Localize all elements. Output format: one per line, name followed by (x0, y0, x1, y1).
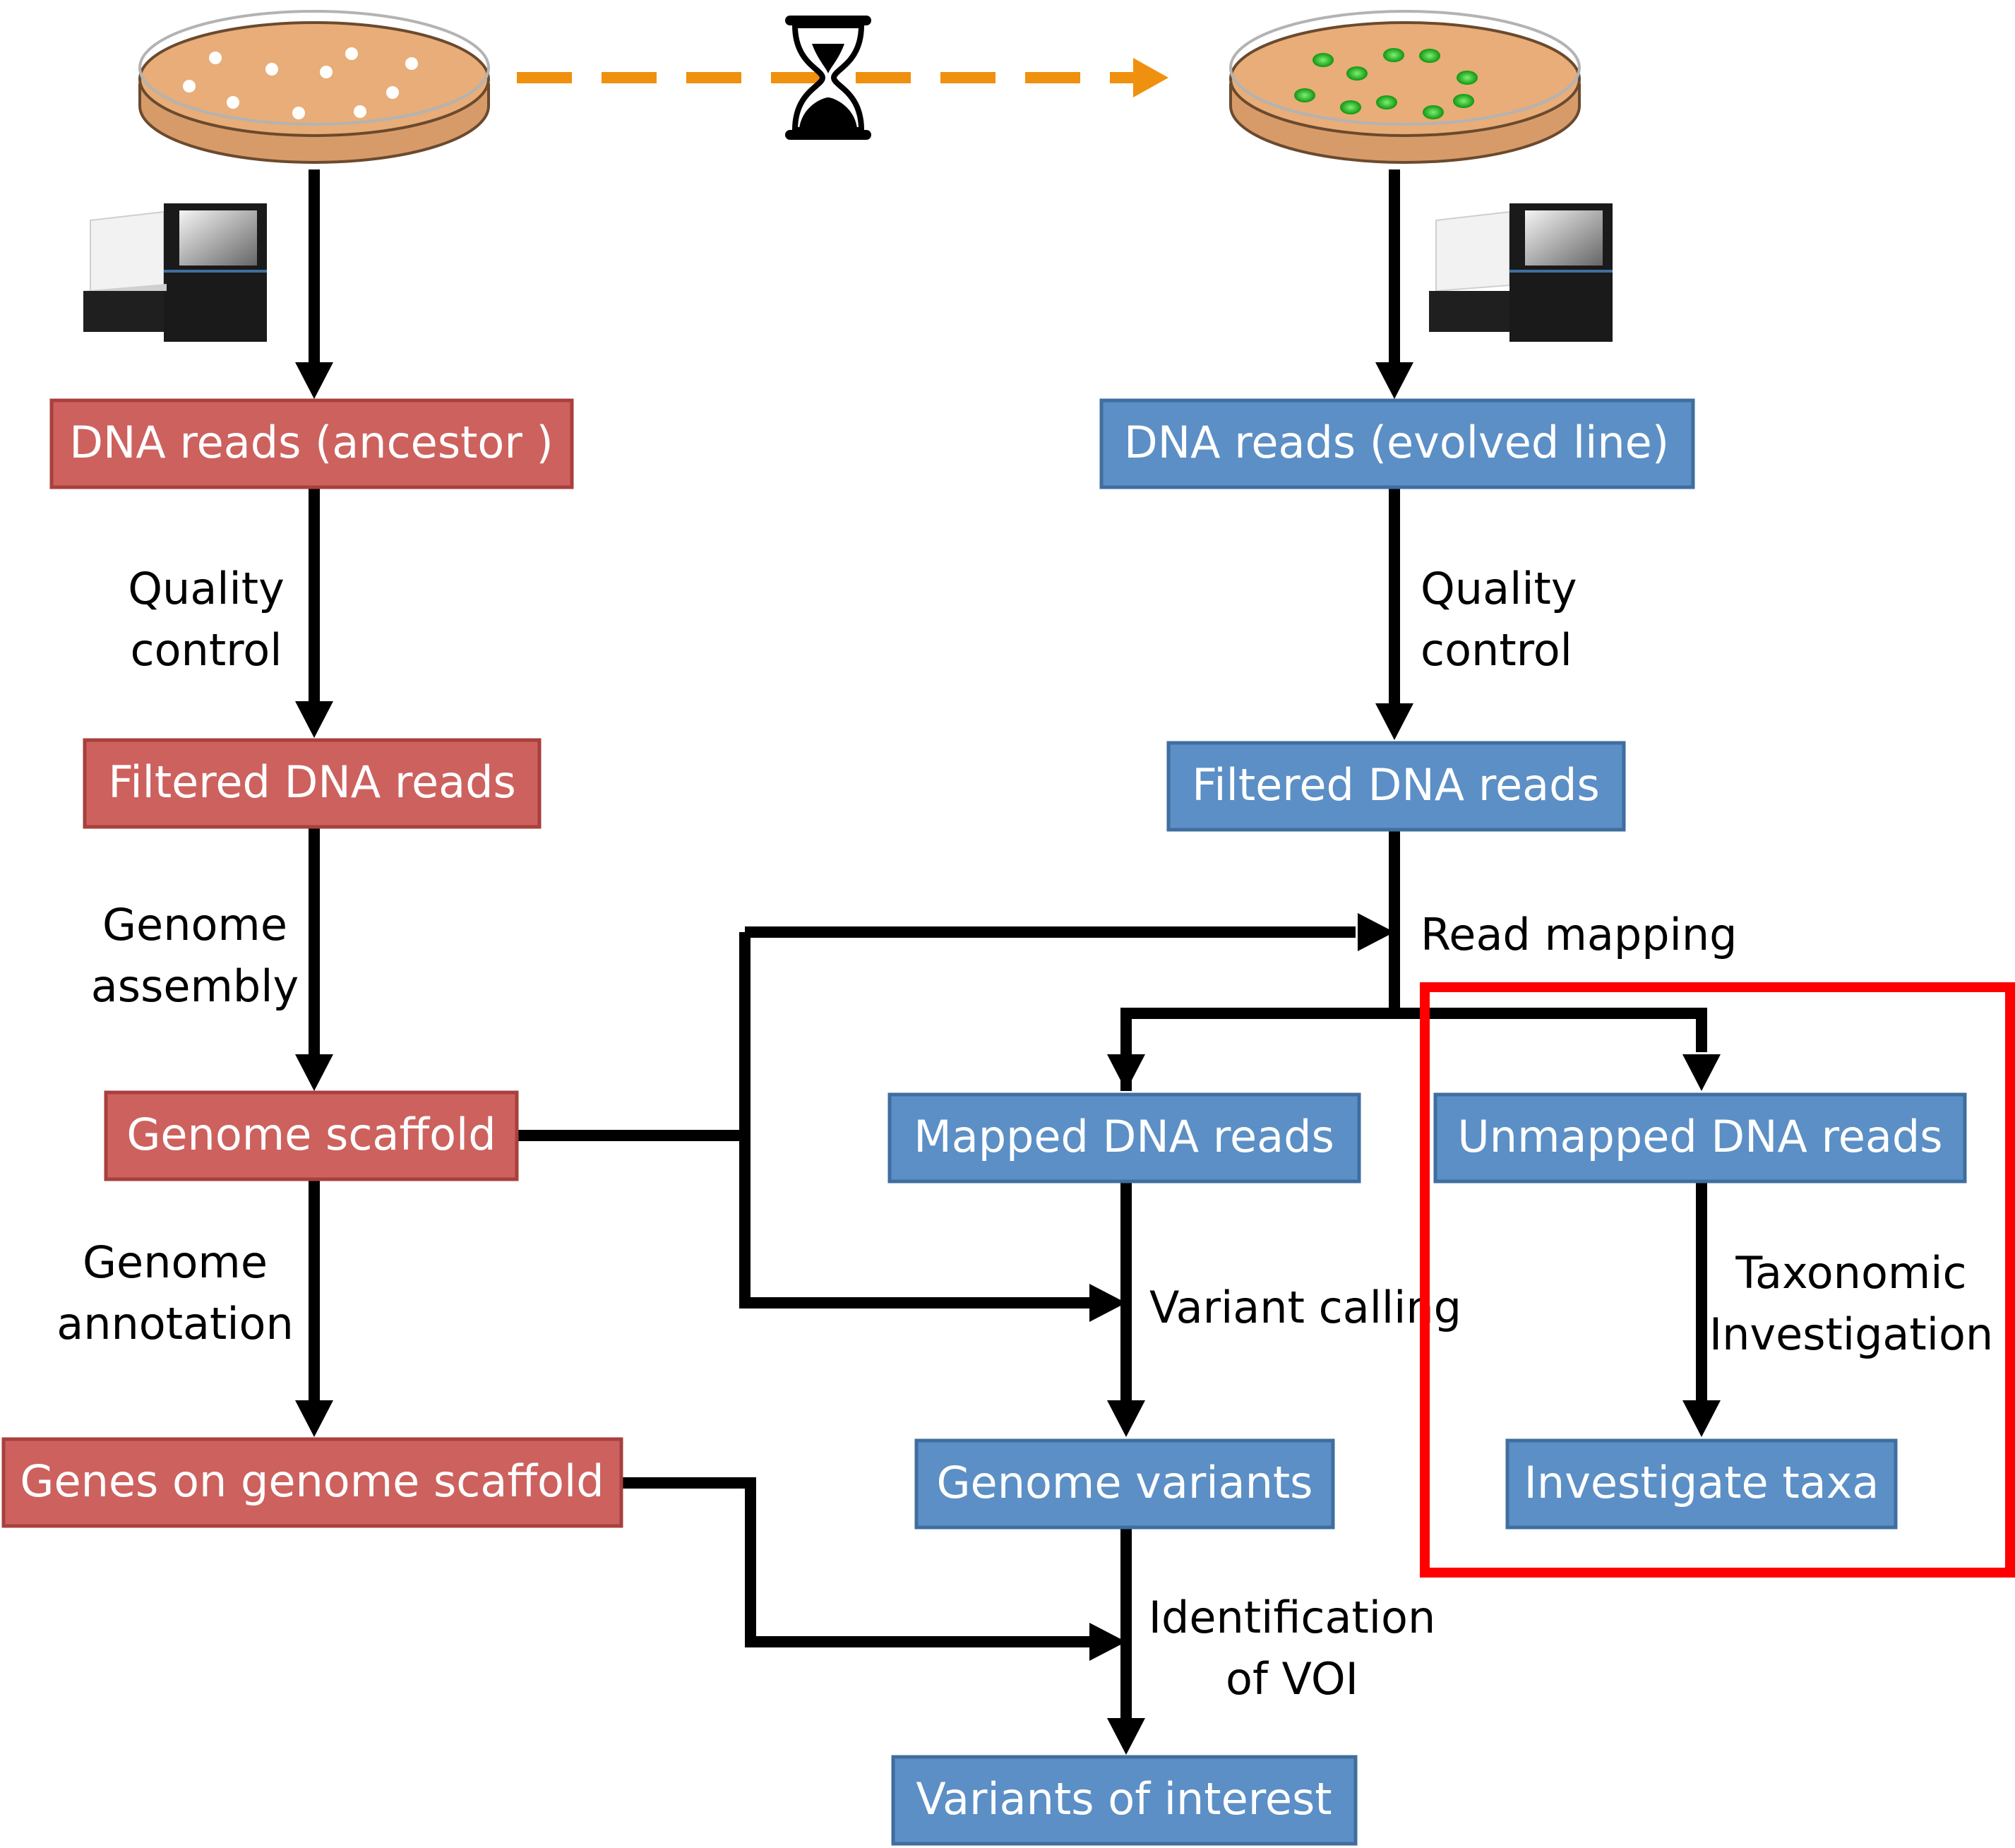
svg-text:annotation: annotation (56, 1298, 294, 1349)
box-mapped-reads-label: Mapped DNA reads (914, 1111, 1334, 1162)
highlight-frame (1420, 982, 2015, 1578)
petri-dish-icon (1229, 10, 1581, 164)
svg-text:Investigation: Investigation (1709, 1308, 1993, 1360)
connectors (309, 169, 1707, 1719)
box-genes-on-scaffold: Genes on genome scaffold (1, 1437, 623, 1528)
svg-text:Identification: Identification (1149, 1592, 1436, 1643)
svg-text:assembly: assembly (91, 960, 299, 1012)
box-investigate-taxa-label: Investigate taxa (1524, 1457, 1879, 1508)
box-genome-scaffold: Genome scaffold (104, 1090, 519, 1181)
svg-text:Read mapping: Read mapping (1421, 909, 1737, 960)
step-label-identification: Identification of VOI (1149, 1592, 1436, 1705)
box-filtered-right: Filtered DNA reads (1166, 741, 1626, 832)
svg-text:Genome: Genome (83, 1236, 268, 1288)
box-variants-of-interest-label: Variants of interest (916, 1773, 1332, 1825)
svg-text:of VOI: of VOI (1226, 1653, 1358, 1705)
box-unmapped-reads-label: Unmapped DNA reads (1457, 1111, 1942, 1162)
box-filtered-right-label: Filtered DNA reads (1192, 759, 1600, 811)
svg-text:control: control (1421, 624, 1572, 676)
box-mapped-reads: Mapped DNA reads (887, 1092, 1361, 1184)
svg-text:Variant calling: Variant calling (1149, 1282, 1461, 1333)
sequencer-icon (83, 203, 267, 342)
box-genome-variants-label: Genome variants (937, 1457, 1313, 1508)
box-genes-on-scaffold-label: Genes on genome scaffold (20, 1455, 604, 1507)
svg-text:control: control (131, 624, 282, 676)
box-filtered-left-label: Filtered DNA reads (108, 756, 516, 808)
step-label-taxonomic: Taxonomic Investigation (1709, 1247, 1993, 1360)
hourglass-icon (785, 16, 871, 140)
sequencer-icon (1429, 203, 1613, 342)
box-ancestor-reads-label: DNA reads (ancestor ) (69, 417, 554, 468)
svg-text:Genome: Genome (102, 899, 287, 950)
box-genome-variants: Genome variants (914, 1438, 1335, 1530)
step-label-assembly: Genome assembly (91, 899, 299, 1012)
box-filtered-left: Filtered DNA reads (83, 738, 542, 829)
svg-text:Quality: Quality (128, 563, 285, 614)
petri-dish-icon (138, 10, 490, 164)
step-label-qc-left: Quality control (128, 563, 285, 676)
arrowheads (295, 362, 1721, 1755)
box-ancestor-reads: DNA reads (ancestor ) (49, 398, 574, 489)
box-unmapped-reads: Unmapped DNA reads (1433, 1092, 1967, 1184)
svg-text:Quality: Quality (1421, 563, 1577, 614)
box-evolved-reads: DNA reads (evolved line) (1099, 398, 1695, 489)
box-variants-of-interest: Variants of interest (891, 1755, 1358, 1846)
step-label-annotation: Genome annotation (56, 1236, 294, 1349)
box-genome-scaffold-label: Genome scaffold (126, 1109, 496, 1160)
box-evolved-reads-label: DNA reads (evolved line) (1124, 417, 1669, 468)
svg-text:Taxonomic: Taxonomic (1735, 1247, 1966, 1299)
step-label-variant-calling: Variant calling (1149, 1282, 1461, 1333)
step-label-qc-right: Quality control (1421, 563, 1577, 676)
step-label-read-mapping: Read mapping (1421, 909, 1737, 960)
box-investigate-taxa: Investigate taxa (1505, 1438, 1898, 1530)
